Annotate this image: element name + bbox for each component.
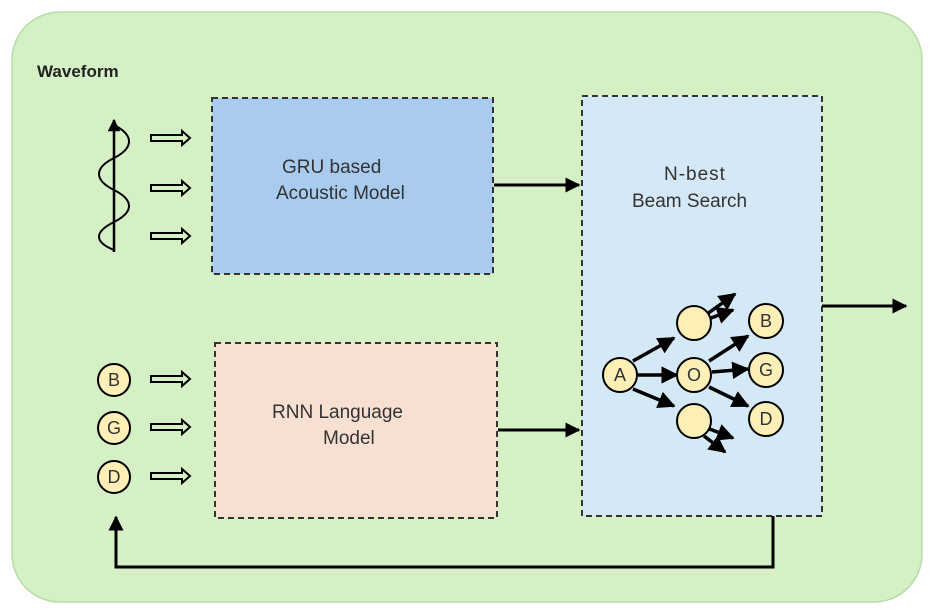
acoustic-model-box (211, 97, 494, 275)
tree-node-root (602, 357, 638, 393)
tree-node-output-g-label: G (758, 360, 773, 380)
double-arrow-icon (150, 369, 192, 389)
acoustic-model-label-line1: GRU based (282, 157, 382, 178)
tree-node-output-d (748, 401, 784, 437)
waveform-icon (98, 118, 130, 252)
tree-edges (632, 292, 750, 454)
token-g-label: G (106, 418, 121, 438)
double-arrow-icon (150, 178, 192, 198)
acoustic-model-label-line2: Acoustic Model (276, 183, 405, 204)
tree-node-output-d-label: D (759, 409, 773, 429)
tree-node-middle (676, 357, 712, 393)
token-g-circle (97, 411, 131, 445)
language-model-box (214, 342, 498, 519)
token-input-arrows (150, 369, 192, 486)
diagram-title: Waveform (37, 62, 119, 81)
double-arrow-icon (150, 128, 192, 148)
beam-search-box (581, 95, 823, 517)
feedback-loop-arrow (108, 515, 775, 569)
tree-node-root-label: A (613, 365, 626, 385)
tree-node-bottom (676, 403, 712, 439)
tree-node-output-b (748, 303, 784, 339)
tree-node-output-g (748, 352, 784, 388)
language-model-label-line2: Model (323, 428, 375, 449)
tree-node-middle-label: O (686, 365, 701, 385)
double-arrow-icon (150, 466, 192, 486)
double-arrow-icon (150, 226, 192, 246)
double-arrow-icon (150, 417, 192, 437)
token-b-circle (97, 363, 131, 397)
tree-node-output-b-label: B (759, 311, 772, 331)
beam-search-label-line2: Beam Search (632, 191, 748, 212)
token-d-circle (97, 460, 131, 494)
token-d-label: D (107, 467, 121, 487)
language-model-label-line1: RNN Language (272, 402, 403, 423)
token-b-label: B (107, 370, 120, 390)
beam-search-label-line1: N-best (664, 164, 726, 185)
waveform-input-arrows (150, 128, 192, 246)
tree-node-top (676, 305, 712, 341)
